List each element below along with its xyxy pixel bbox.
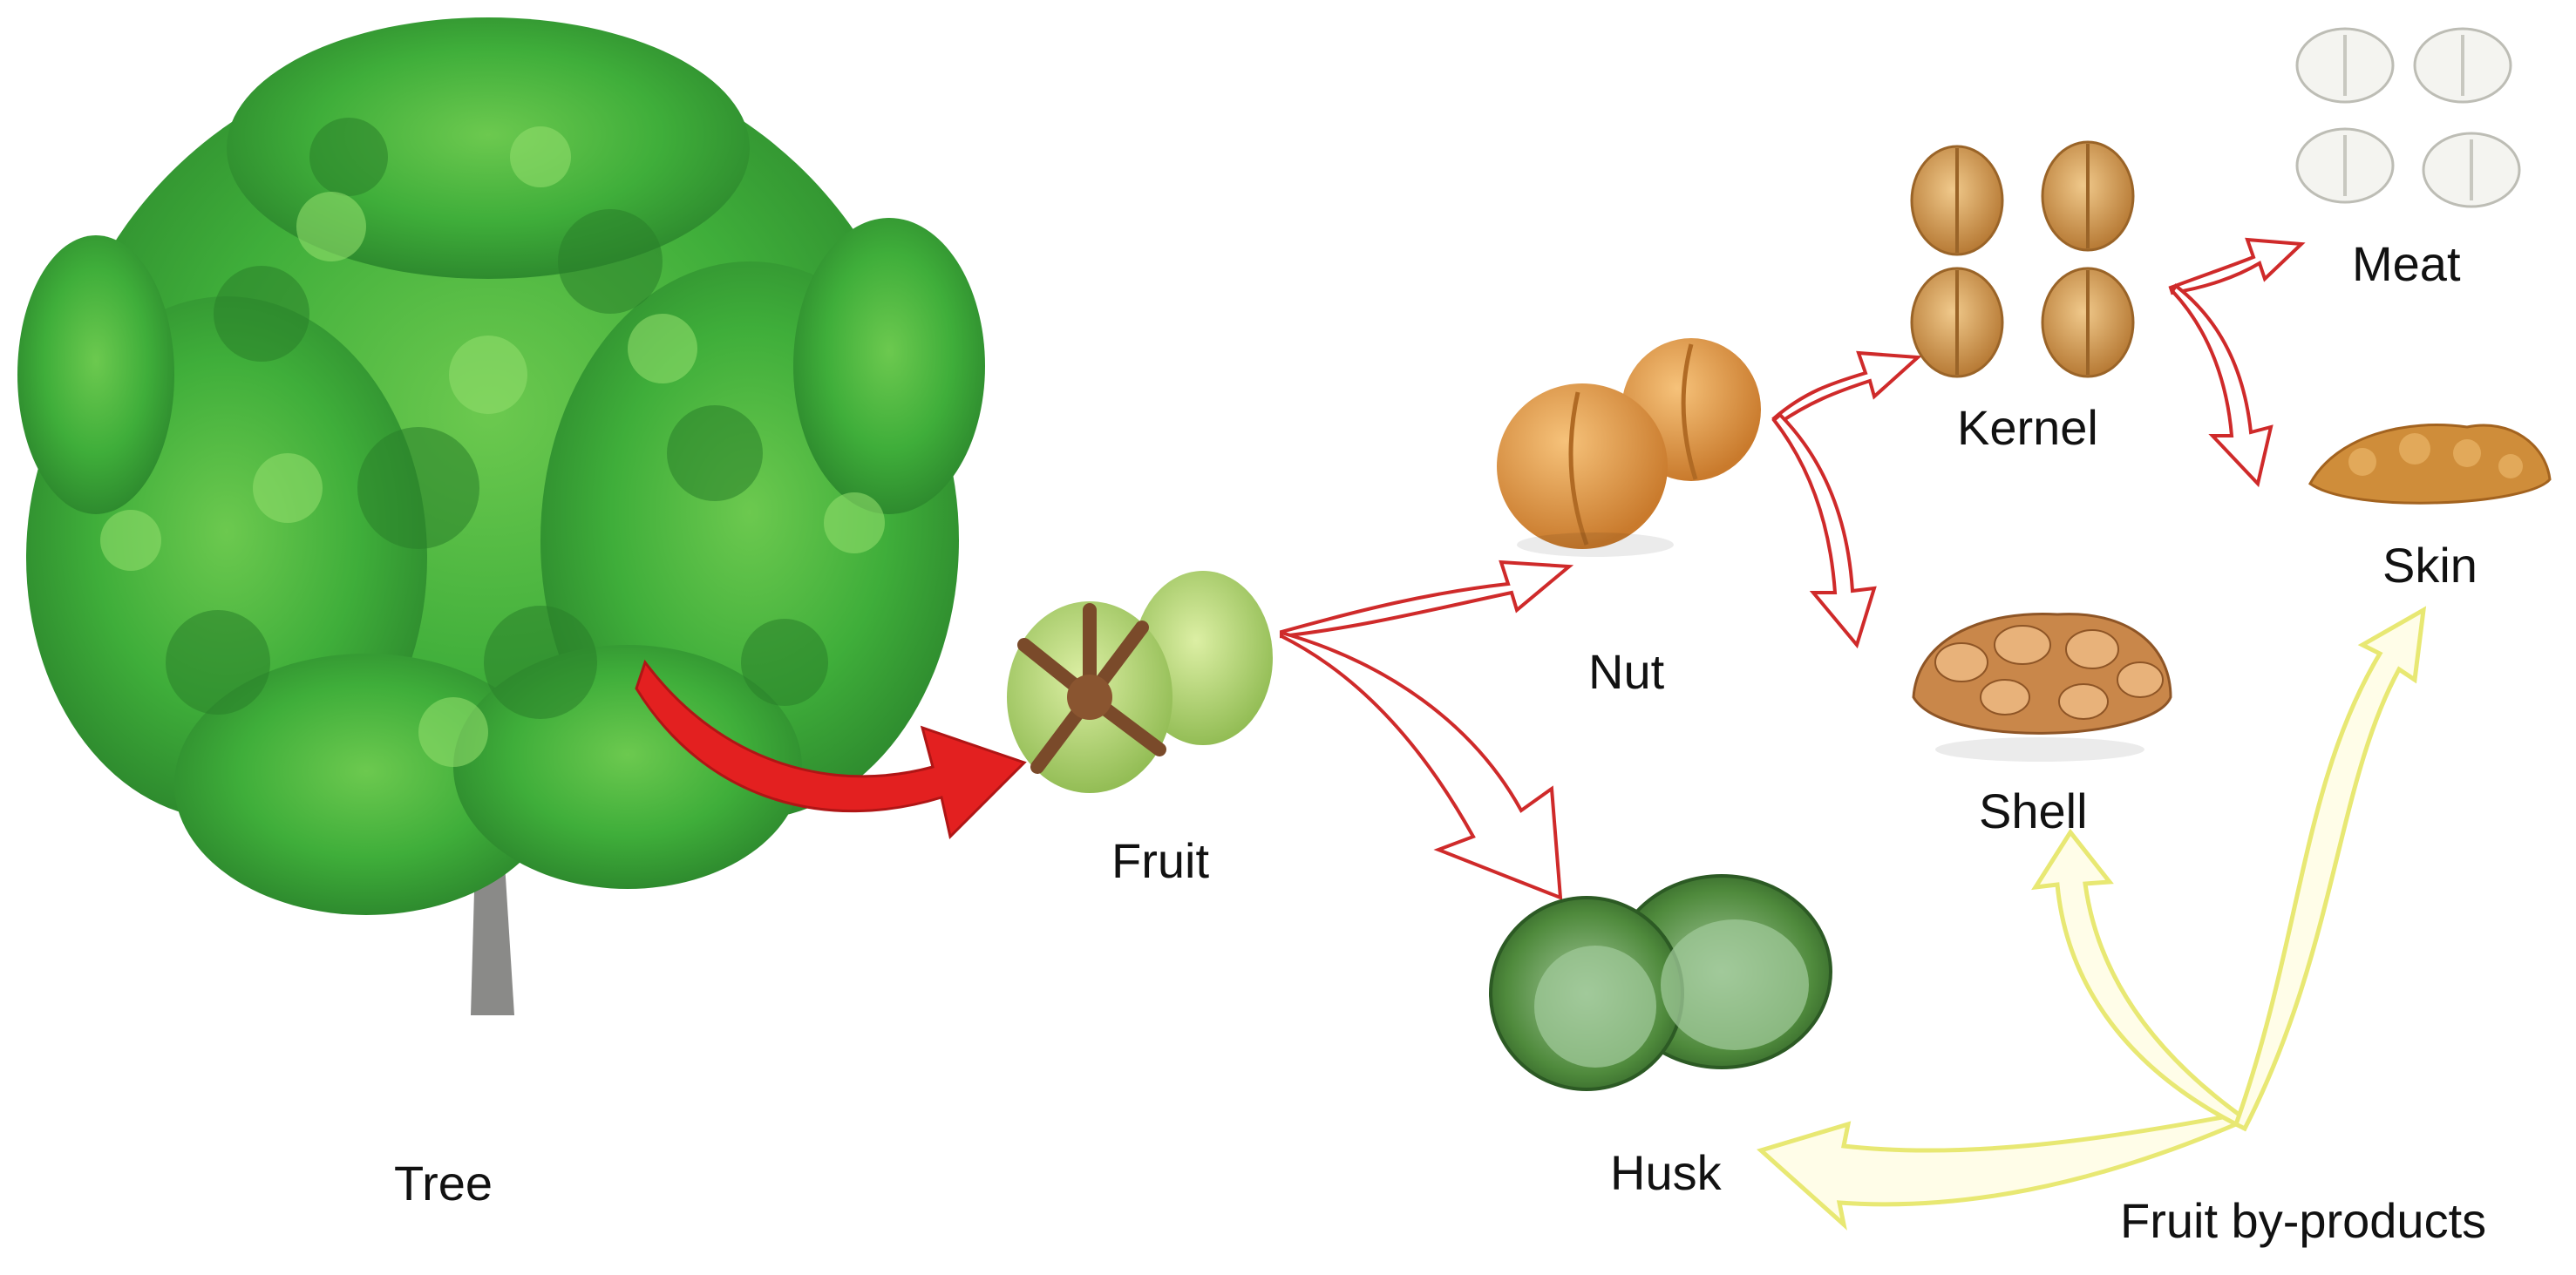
kernel-illustration: [1910, 140, 2135, 378]
tree-illustration: [17, 17, 985, 1015]
arrow-byproducts-to-skin: [2233, 606, 2427, 1132]
arrow-fruit-to-nut: [1280, 560, 1574, 639]
label-tree: Tree: [394, 1156, 493, 1211]
label-fruit: Fruit: [1111, 833, 1209, 888]
byproduct-arrows: [1757, 606, 2427, 1231]
arrow-kernel-to-meat: [2168, 237, 2306, 295]
husk-illustration: [1489, 874, 1832, 1091]
label-skin: Skin: [2382, 538, 2477, 593]
arrow-nut-to-shell: [1771, 412, 1877, 649]
fruit-arrows: [1280, 560, 1574, 901]
kernel-arrows: [2168, 237, 2306, 488]
nut-illustration: [1497, 338, 1761, 557]
label-meat: Meat: [2352, 236, 2461, 291]
arrow-nut-to-kernel: [1771, 350, 1922, 426]
label-fruit-by-products: Fruit by-products: [2120, 1193, 2486, 1248]
label-kernel: Kernel: [1957, 400, 2098, 455]
label-nut: Nut: [1588, 644, 1665, 699]
labels: Tree Fruit Nut Husk Kernel Shell Meat Sk…: [394, 236, 2486, 1248]
label-husk: Husk: [1610, 1145, 1723, 1200]
label-shell: Shell: [1979, 783, 2088, 838]
arrow-fruit-to-husk: [1280, 630, 1563, 901]
arrow-tree-to-fruit: [635, 659, 1027, 839]
fruit-illustration: [1007, 571, 1273, 793]
shell-illustration: [1912, 612, 2172, 762]
meat-illustration: [2295, 27, 2521, 208]
nut-arrows: [1771, 350, 1922, 649]
skin-illustration: [2308, 424, 2552, 505]
arrow-byproducts-to-husk: [1757, 1113, 2240, 1231]
arrow-byproducts-to-shell: [2031, 828, 2244, 1128]
arrow-kernel-to-skin: [2170, 283, 2274, 488]
